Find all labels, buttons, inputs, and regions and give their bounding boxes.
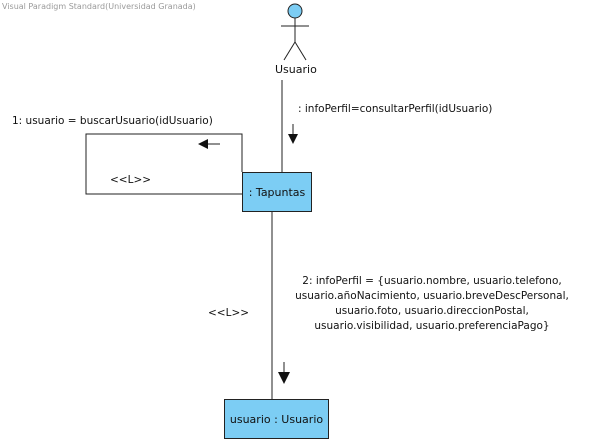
link-stereotype: <<L>> — [208, 307, 250, 319]
arrow-left-icon — [198, 139, 220, 149]
info-line: usuario.visibilidad, usuario.preferencia… — [314, 320, 550, 332]
object-tapuntas[interactable]: : Tapuntas — [242, 172, 312, 212]
info-line: 2: infoPerfil = {usuario.nombre, usuario… — [302, 275, 562, 287]
message-info-perfil: 2: infoPerfil = {usuario.nombre, usuario… — [282, 274, 582, 334]
info-line: usuario.añoNacimiento, usuario.breveDesc… — [295, 290, 569, 302]
message-consultar-perfil: : infoPerfil=consultarPerfil(idUsuario) — [298, 103, 493, 115]
object-tapuntas-label: : Tapuntas — [248, 185, 306, 199]
message-buscar-usuario: 1: usuario = buscarUsuario(idUsuario) — [12, 115, 213, 127]
arrow-down-icon — [288, 124, 298, 144]
link-self-tapuntas — [85, 133, 243, 195]
watermark: Visual Paradigm Standard(Universidad Gra… — [2, 2, 196, 11]
actor-figure-icon — [281, 3, 309, 61]
object-usuario-label: usuario : Usuario — [229, 412, 324, 426]
info-line: usuario.foto, usuario.direccionPostal, — [335, 305, 529, 317]
object-usuario[interactable]: usuario : Usuario — [224, 399, 329, 439]
self-link-stereotype: <<L>> — [110, 174, 152, 186]
arrow-down-icon — [278, 362, 290, 384]
actor-label: Usuario — [275, 63, 317, 76]
